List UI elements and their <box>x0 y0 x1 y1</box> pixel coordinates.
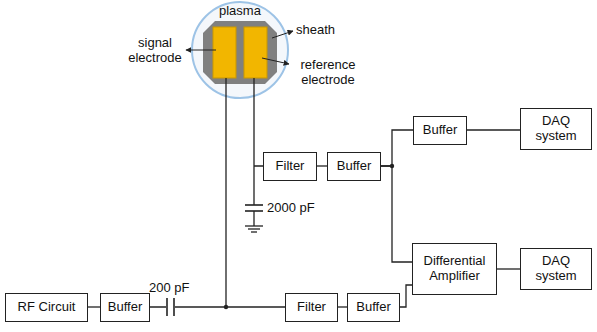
process-box: RF Circuit <box>5 293 88 322</box>
part-label: 2000 pF <box>267 201 315 216</box>
process-box: Differential Amplifier <box>412 243 497 295</box>
box-label: DAQ system <box>525 114 587 144</box>
process-box: DAQ system <box>520 248 592 290</box>
signal-wire <box>497 268 520 269</box>
capacitor-plate <box>173 298 175 316</box>
process-box: Buffer <box>100 293 150 322</box>
ground-symbol <box>248 228 260 229</box>
reference-electrode <box>244 27 267 78</box>
part-label: plasma <box>219 4 261 19</box>
signal-wire <box>317 165 327 166</box>
part-label: reference electrode <box>292 58 364 88</box>
box-label: Buffer <box>337 159 371 174</box>
signal-wire <box>400 285 412 307</box>
ground-symbol <box>245 225 263 226</box>
box-label: Filter <box>297 300 326 315</box>
process-box: Buffer <box>327 152 381 181</box>
part-label: sheath <box>296 23 335 38</box>
capacitor-gap <box>166 298 175 317</box>
signal-wire <box>381 130 413 166</box>
box-label: RF Circuit <box>18 300 76 315</box>
part-label: 200 pF <box>149 281 189 296</box>
ground-symbol <box>251 231 257 232</box>
box-label: Buffer <box>108 300 142 315</box>
capacitor-plate <box>245 204 263 206</box>
signal-wire <box>338 306 347 307</box>
process-box: Buffer <box>413 116 467 145</box>
leader-line <box>272 31 293 38</box>
box-label: Differential Amplifier <box>417 254 492 284</box>
process-box: Buffer <box>347 293 400 322</box>
box-label: Filter <box>276 159 305 174</box>
sheath-shape <box>203 21 277 84</box>
box-label: DAQ system <box>525 254 587 284</box>
part-label: signal electrode <box>126 36 184 66</box>
junction-dot <box>390 164 394 168</box>
signal-wire <box>88 306 100 307</box>
leader-line <box>186 50 216 51</box>
junction-dot <box>224 305 228 309</box>
signal-electrode <box>213 27 236 78</box>
ground-wire <box>253 211 254 226</box>
capacitor-plate <box>166 298 168 316</box>
process-box: Filter <box>263 152 317 181</box>
signal-wire <box>467 129 520 130</box>
leader-line <box>262 58 289 64</box>
process-box: Filter <box>285 293 338 322</box>
process-box: DAQ system <box>520 108 592 150</box>
signal-wire <box>225 78 226 307</box>
signal-wire <box>381 166 412 262</box>
reference-wire <box>254 78 263 205</box>
box-label: Buffer <box>356 300 390 315</box>
box-label: Buffer <box>423 123 457 138</box>
